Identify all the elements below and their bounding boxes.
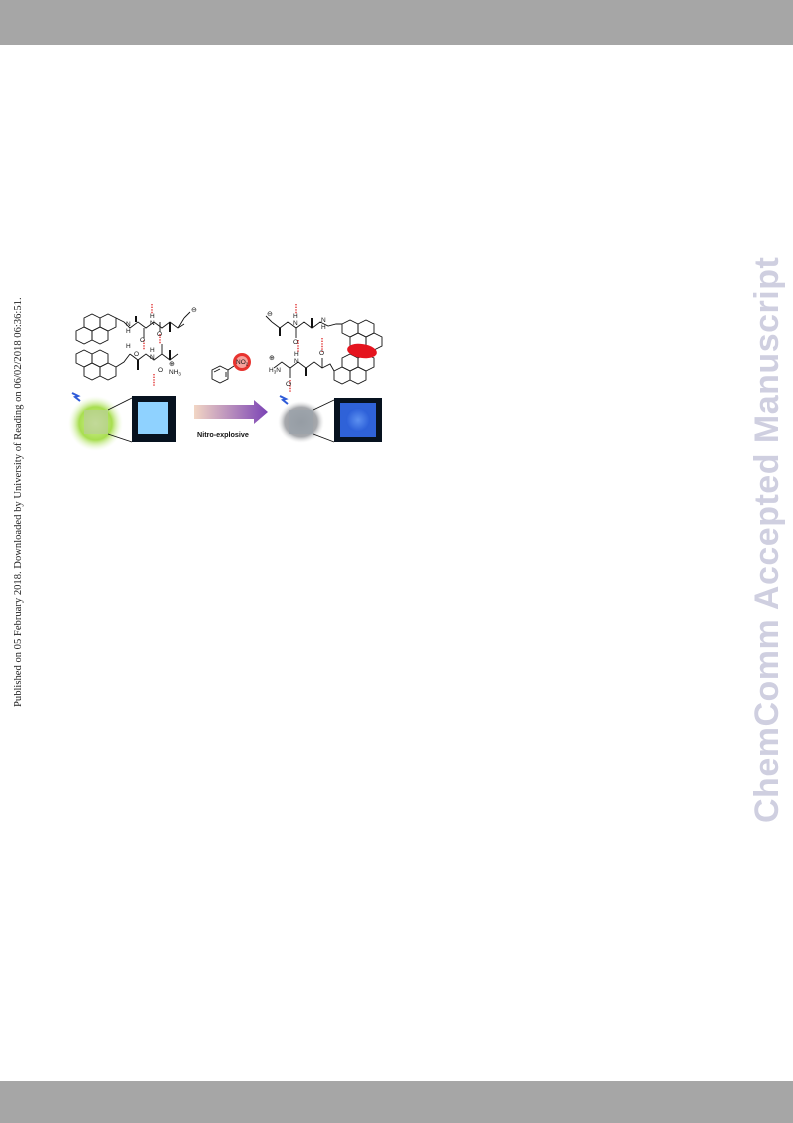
left-molecule — [75, 304, 191, 386]
uv-lightning-icon — [279, 395, 289, 405]
uv-lightning-icon — [71, 392, 81, 402]
atom-n: N — [150, 354, 155, 361]
atom-n: N — [293, 320, 298, 327]
graphical-abstract-figure: N H O H N O ⊖ H O H N O ⊕ NH3 NO2 Nitro-… — [66, 296, 386, 456]
atom-h: H — [126, 343, 131, 350]
atom-o: O — [140, 337, 145, 344]
amine-label: NH3 — [169, 369, 181, 377]
figure-canvas: N H O H N O ⊖ H O H N O ⊕ NH3 NO2 Nitro-… — [68, 304, 383, 451]
atom-n: N — [321, 317, 326, 324]
zoom-line-bottom — [312, 433, 335, 443]
atom-h: H — [321, 324, 326, 331]
atom-o: O — [158, 367, 163, 374]
zoom-line-bottom — [107, 433, 133, 443]
lower-pyrene-right — [333, 353, 375, 385]
nitro-group-label: NO2 — [236, 359, 249, 367]
zoom-line-top — [312, 399, 335, 411]
upper-pyrene-left — [75, 313, 117, 345]
right-molecule-labels: ⊖ H N O N H O H N O ⊕ H3N — [267, 311, 326, 388]
atom-n: N — [150, 320, 155, 327]
atom-h: H — [294, 351, 299, 358]
charge-plus: ⊕ — [169, 361, 175, 368]
atom-h: H — [150, 347, 155, 354]
left-molecule-labels: N H O H N O ⊖ H O H N O ⊕ NH3 — [126, 307, 197, 377]
reaction-arrow — [194, 400, 268, 424]
atom-o: O — [319, 350, 324, 357]
manuscript-watermark: ChemComm Accepted Manuscript — [748, 256, 786, 823]
atom-o: O — [293, 339, 298, 346]
footer-bar — [0, 1081, 793, 1123]
inset-blue-film-left — [138, 402, 168, 434]
atom-o: O — [134, 351, 139, 358]
amine-label-right: H3N — [269, 367, 281, 375]
nitrobenzene — [211, 353, 251, 384]
zoom-line-top — [107, 397, 133, 411]
lower-pyrene-left — [75, 349, 117, 381]
atom-h: H — [126, 328, 131, 335]
atom-n: N — [294, 358, 299, 365]
charge-plus: ⊕ — [269, 355, 275, 362]
atom-h: H — [150, 313, 155, 320]
charge-minus: ⊖ — [191, 307, 197, 314]
publication-note: Published on 05 February 2018. Downloade… — [13, 297, 24, 707]
sample-cube-left — [84, 410, 108, 434]
atom-n: N — [126, 321, 131, 328]
arrow-label: Nitro-explosive — [197, 430, 249, 439]
sample-cube-right — [289, 410, 313, 434]
atom-o: O — [286, 381, 291, 388]
pi-stacking-red-highlight — [347, 343, 377, 359]
atom-h: H — [293, 313, 298, 320]
inset-quenched-spot — [346, 408, 370, 432]
charge-minus: ⊖ — [267, 311, 273, 318]
header-bar — [0, 0, 793, 45]
atom-o: O — [157, 331, 162, 338]
